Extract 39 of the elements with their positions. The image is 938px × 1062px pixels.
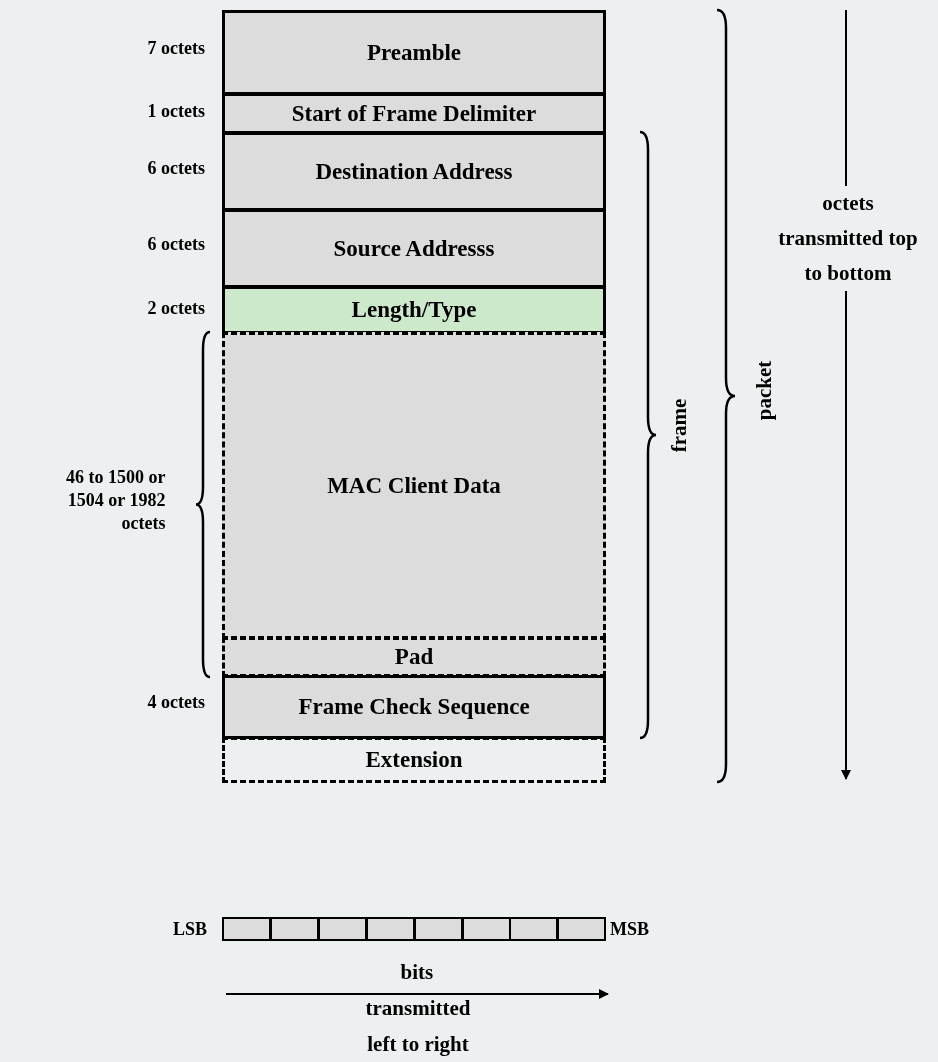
field-name: Destination Address <box>315 158 513 185</box>
field-box <box>222 286 606 334</box>
direction-label: bits <box>400 959 434 985</box>
bit-order-label: LSB <box>172 918 207 940</box>
size-label: 6 octets <box>147 157 205 179</box>
field-box <box>222 10 606 95</box>
field-name: Length/Type <box>351 297 477 323</box>
direction-label: transmitted left to right <box>364 995 472 1058</box>
field-box <box>222 93 606 134</box>
field-name: Source Addresss <box>333 235 495 262</box>
size-label: 46 to 1500 or 1504 or 1982 octets <box>65 465 166 535</box>
size-label: 1 octets <box>147 100 205 122</box>
bit-cell <box>269 917 319 941</box>
field-name: Preamble <box>366 39 462 66</box>
bit-cell <box>509 917 559 941</box>
bit-cell <box>365 917 415 941</box>
size-label: 2 octets <box>147 297 205 319</box>
field-box <box>222 332 606 639</box>
bit-cell <box>413 917 463 941</box>
field-box <box>222 209 606 288</box>
brace-label: packet <box>752 360 778 420</box>
field-box <box>222 637 606 677</box>
field-name: Pad <box>394 644 434 670</box>
size-label: 4 octets <box>147 691 205 713</box>
brace-label: frame <box>667 398 693 452</box>
field-box <box>222 737 606 783</box>
field-name: Start of Frame Delimiter <box>291 100 537 127</box>
bit-order-label: MSB <box>610 918 649 940</box>
field-box <box>222 675 606 739</box>
size-label: 7 octets <box>147 37 205 59</box>
field-box <box>222 132 606 211</box>
field-name: Extension <box>365 747 463 773</box>
bit-cell <box>461 917 511 941</box>
size-label: 6 octets <box>147 233 205 255</box>
bit-cell <box>222 917 271 941</box>
field-name: Frame Check Sequence <box>298 694 530 720</box>
field-name: MAC Client Data <box>327 472 501 499</box>
bit-cell <box>317 917 367 941</box>
bit-cell <box>557 917 607 941</box>
